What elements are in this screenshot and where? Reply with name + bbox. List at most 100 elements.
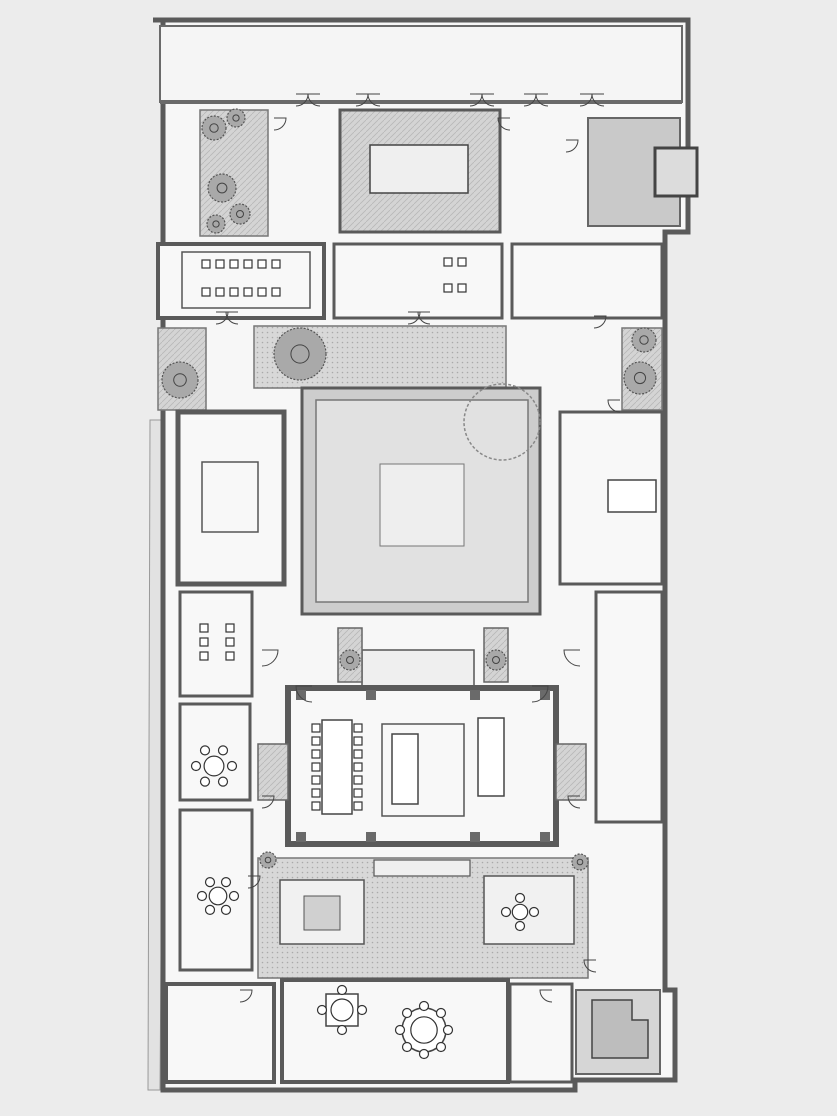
chair-icon (229, 287, 239, 297)
door-swing-icon (563, 649, 581, 667)
door-swing-icon (593, 315, 607, 329)
living-rug (381, 723, 465, 817)
chair-icon (353, 749, 363, 759)
door-swing-icon (261, 649, 279, 667)
chair-icon (356, 1004, 368, 1016)
chair-icon (311, 801, 321, 811)
west-dining (178, 590, 254, 698)
chair-icon (311, 749, 321, 759)
chair-icon (217, 776, 229, 787)
tree-icon (623, 361, 657, 395)
chair-icon (500, 906, 512, 918)
chair-icon (353, 801, 363, 811)
door-swing-icon (591, 93, 605, 107)
chair-icon (443, 283, 453, 293)
meeting-room (156, 242, 326, 320)
chair-icon (201, 259, 211, 269)
tree-icon (201, 115, 227, 141)
chair-icon (225, 623, 235, 633)
chair-icon (353, 736, 363, 746)
chair-icon (435, 1041, 447, 1053)
kitchen-island (477, 717, 505, 797)
door-swings (215, 93, 621, 1003)
west-lounge (175, 409, 287, 587)
chair-icon (201, 287, 211, 297)
tree-icon (571, 853, 589, 871)
chair-icon (257, 259, 267, 269)
west-lounge-2 (178, 702, 252, 802)
chair-icon (243, 259, 253, 269)
chair-icon (514, 920, 526, 932)
sw-office (164, 982, 276, 1084)
hall-right-garden (555, 743, 587, 801)
door-swing-icon (535, 93, 549, 107)
east-wing (594, 590, 664, 824)
tree-trunk (264, 856, 272, 864)
chair-icon (353, 788, 363, 798)
meeting-room-inner (181, 251, 311, 309)
courtyard-steps (361, 649, 475, 687)
chair-icon (311, 788, 321, 798)
chair-icon (226, 760, 238, 772)
chair-icon (229, 259, 239, 269)
door-swing-icon (497, 117, 511, 131)
tree-trunk (212, 220, 220, 228)
office-room (332, 242, 504, 320)
chair-icon (225, 651, 235, 661)
tree-trunk (209, 123, 219, 133)
chair-icon (401, 1007, 413, 1019)
door-swing-icon (261, 795, 275, 809)
tree-trunk (639, 335, 649, 345)
chair-icon (199, 745, 211, 756)
chair-icon (442, 1024, 454, 1036)
tree-trunk (216, 182, 228, 194)
chair-icon (228, 890, 240, 902)
chair-icon (204, 877, 216, 888)
chair-icon (418, 1048, 430, 1060)
tree-trunk (633, 371, 647, 385)
tree-icon (206, 214, 226, 234)
east-office (510, 242, 664, 320)
tree-icon (229, 203, 251, 225)
door-swing-icon (567, 795, 581, 809)
chair-icon (336, 1024, 348, 1036)
hall-left-garden (257, 743, 289, 801)
chair-icon (199, 776, 211, 787)
chair-icon (394, 1024, 406, 1036)
tree-trunk (236, 210, 244, 218)
chair-icon (353, 775, 363, 785)
chair-icon (311, 775, 321, 785)
chair-icon (271, 259, 281, 269)
round-table-icon (203, 755, 225, 777)
door-swing-icon (295, 685, 313, 703)
chair-icon (257, 287, 267, 297)
chair-icon (225, 637, 235, 647)
chair-icon (528, 906, 540, 918)
stair-tower (653, 146, 699, 198)
chair-icon (401, 1041, 413, 1053)
round-table-icon (208, 886, 228, 906)
door-swing-icon (531, 685, 549, 703)
courtyard-center-pad (379, 463, 465, 547)
chair-groups (190, 257, 540, 1060)
chair-icon (514, 892, 526, 904)
round-table-icon (410, 1016, 438, 1044)
tree-icon (485, 649, 507, 671)
door-swing-icon (565, 139, 579, 153)
chair-icon (311, 762, 321, 772)
chair-icon (199, 623, 209, 633)
south-lounge-west-rug (303, 895, 341, 931)
chair-icon (243, 287, 253, 297)
chair-icon (457, 283, 467, 293)
chair-icon (435, 1007, 447, 1019)
door-swing-icon (307, 93, 321, 107)
chair-icon (353, 723, 363, 733)
chair-icon (336, 984, 348, 996)
sofa (391, 733, 419, 805)
door-swing-icon (247, 875, 261, 889)
chair-icon (311, 736, 321, 746)
south-steps (373, 859, 471, 877)
se-step-block (591, 999, 649, 1059)
chair-icon (199, 637, 209, 647)
